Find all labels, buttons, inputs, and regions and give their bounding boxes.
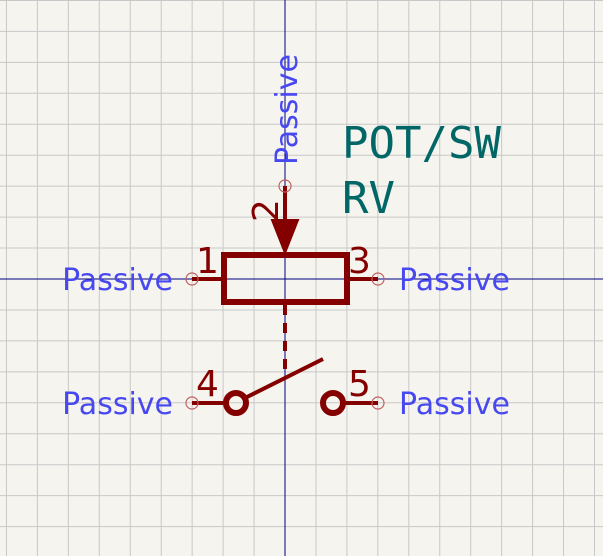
pin-number: 1 [196,241,219,282]
pin-1[interactable]: 1 Passive [62,241,224,298]
value-field[interactable]: POT/SW [342,118,501,169]
pin-number: 2 [246,199,287,222]
pin-type-label: Passive [399,263,510,298]
switch-lever[interactable] [244,357,324,400]
pin-type-label: Passive [62,263,173,298]
pin-end-marker [371,272,385,286]
pin-number: 4 [196,364,219,405]
pin-type-label: Passive [270,54,305,165]
reference-field[interactable]: RV [342,173,395,224]
pin-2[interactable]: 2 Passive [246,54,305,222]
pin-end-marker [185,396,199,410]
pin-type-label: Passive [62,387,173,422]
pin-end-marker [185,272,199,286]
pin-end-marker [371,396,385,410]
pin-number: 3 [348,241,371,282]
pin-end-marker [278,179,292,193]
pin-5[interactable]: 5 Passive [343,364,510,422]
pin-4[interactable]: 4 Passive [62,364,226,422]
pin-number: 5 [348,364,371,405]
pin-type-label: Passive [399,387,510,422]
pin-3[interactable]: 3 Passive [347,241,510,298]
